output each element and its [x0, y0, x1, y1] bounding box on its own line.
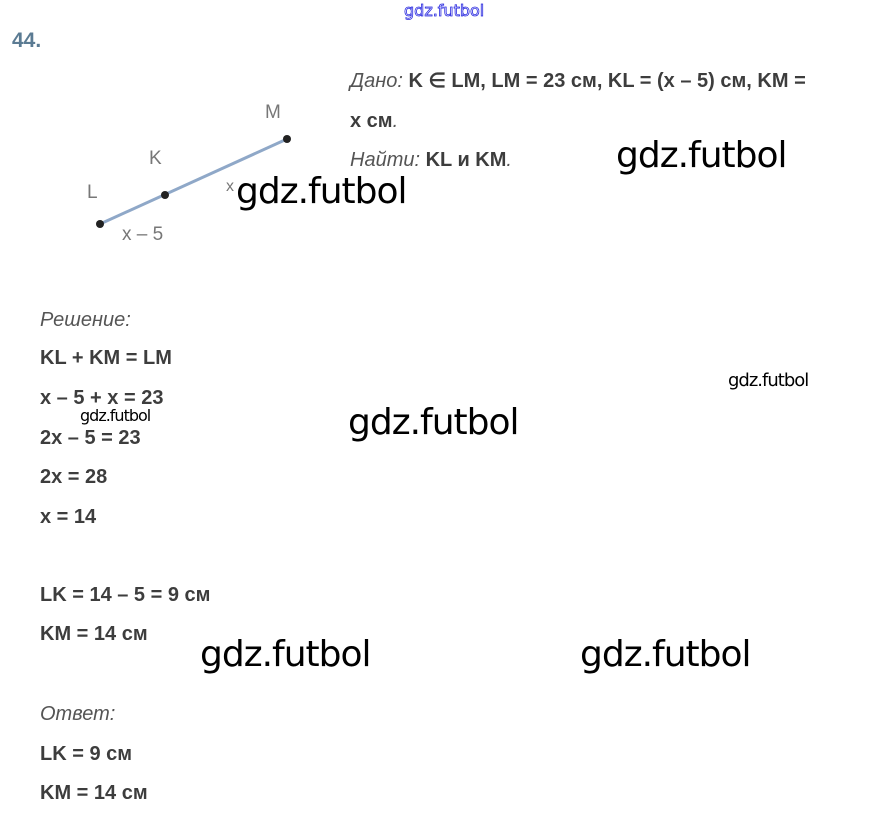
segment-lm — [99, 137, 288, 226]
watermark: gdz.futbol — [200, 634, 372, 675]
solution-line: x = 14 — [40, 506, 97, 528]
point-label-m: M — [265, 102, 281, 123]
point-label-k: K — [149, 148, 162, 169]
given-text-cont: x см — [350, 110, 393, 132]
given-line-cont: x см. — [350, 111, 398, 131]
result-line: KM = 14 см — [40, 623, 148, 645]
answer-line: LK = 9 см — [40, 743, 133, 765]
problem-number: 44. — [12, 29, 42, 52]
watermark: gdz.futbol — [616, 135, 788, 176]
result-line: LK = 14 – 5 = 9 см — [40, 584, 211, 606]
watermark: gdz.futbol — [580, 634, 752, 675]
segment-diagram — [96, 135, 291, 228]
solution-line: 2x – 5 = 23 — [40, 427, 141, 449]
find-line: Найти: KL и KM. — [350, 150, 512, 170]
watermark: gdz.futbol — [728, 370, 809, 391]
header-watermark: gdz.futbol — [404, 1, 485, 20]
point-l — [96, 220, 104, 228]
segment-label-km: x — [226, 178, 234, 195]
period: . — [506, 149, 512, 171]
point-label-l: L — [87, 182, 98, 203]
solution-label: Решение: — [40, 309, 131, 331]
solution-line: 2x = 28 — [40, 466, 108, 488]
solution-line: KL + KM = LM — [40, 347, 172, 369]
answer-label: Ответ: — [40, 703, 116, 725]
find-label: Найти: — [350, 149, 421, 171]
point-m — [283, 135, 291, 143]
point-k — [161, 191, 169, 199]
watermark: gdz.futbol — [236, 171, 408, 212]
given-label: Дано: — [350, 70, 403, 92]
given-line: Дано: K ∈ LM, LM = 23 см, KL = (x – 5) с… — [350, 71, 806, 91]
period: . — [392, 110, 399, 132]
answer-line: KM = 14 см — [40, 782, 148, 804]
segment-label-lk: x – 5 — [122, 224, 164, 245]
watermark: gdz.futbol — [80, 406, 151, 425]
given-text: K ∈ LM, LM = 23 см, KL = (x – 5) см, KM … — [408, 70, 806, 92]
watermark: gdz.futbol — [348, 402, 520, 443]
find-text: KL и KM — [425, 149, 507, 171]
solution-line: x – 5 + x = 23 — [40, 387, 164, 409]
